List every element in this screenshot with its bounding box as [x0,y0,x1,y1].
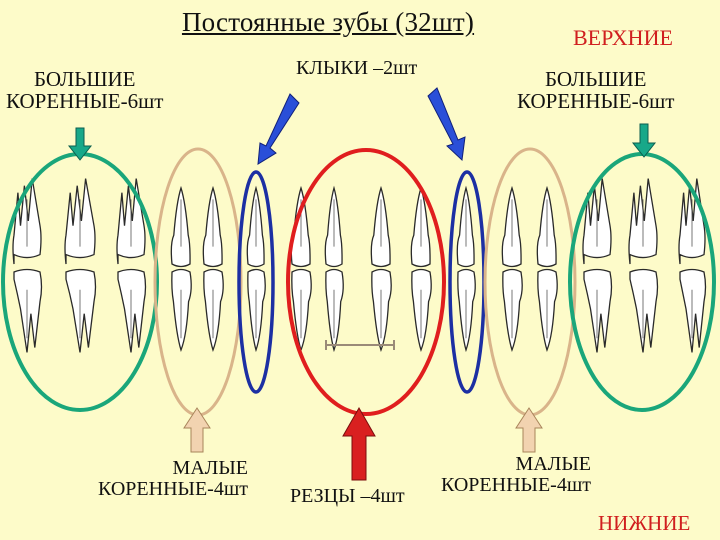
canines-label: КЛЫКИ –2шт [296,57,418,79]
lower-tooth-15 [629,268,659,353]
small-molars-right-line1: МАЛЫЕ [515,453,591,475]
large-molars-right-line2: КОРЕННЫЕ-6шт [517,89,675,114]
lower-tooth-12 [502,268,523,352]
small-molars-left-ring [153,147,243,417]
lower-tooth-10 [411,268,432,352]
arrow-large-molars-right [631,123,657,158]
lower-tooth-16 [679,268,707,353]
large-molars-right-line1: БОЛЬШИЕ [544,67,647,91]
lower-tooth-4 [171,268,192,352]
lower-jaw-label: НИЖНИЕ [598,511,691,535]
small-molars-left-label: МАЛЫЕ КОРЕННЫЕ-4шт [98,458,248,500]
lower-tooth-2 [65,268,97,353]
incisors-label: РЕЗЦЫ –4шт [290,485,405,507]
incisors-ring [286,148,446,416]
arrow-canine-left [257,93,300,165]
arrow-large-molars-left [67,127,93,161]
lower-tooth-7 [291,268,312,352]
canine-left-ring [237,170,275,394]
lower-tooth-8 [325,268,344,353]
arrow-small-molars-right [515,407,543,453]
page-title: Постоянные зубы (32шт) [181,7,475,37]
large-molars-left-line1: БОЛЬШИЕ [33,67,136,91]
large-molars-right-label: БОЛЬШИЕ КОРЕННЫЕ-6шт [517,68,674,112]
lower-tooth-6 [247,268,266,353]
lower-tooth-14 [583,268,613,353]
small-molars-right-label: МАЛЫЕ КОРЕННЫЕ-4шт [441,454,591,496]
small-molars-left-line1: МАЛЫЕ [172,457,248,479]
small-molars-left-line2: КОРЕННЫЕ-4шт [98,478,248,500]
large-molars-left-line2: КОРЕННЫЕ-6шт [6,89,164,114]
lower-tooth-9 [371,268,392,352]
large-molars-left-label: БОЛЬШИЕ КОРЕННЫЕ-6шт [6,68,163,112]
lower-tooth-1 [13,268,43,353]
arrow-small-molars-left [183,407,211,453]
upper-jaw-label: ВЕРХНИЕ [573,25,673,50]
lower-tooth-3 [117,268,147,353]
arrow-incisors [342,406,376,481]
lower-tooth-13 [537,268,558,352]
scale-bar [325,340,395,350]
arrow-canine-right [427,87,466,162]
small-molars-right-ring [483,147,577,417]
teeth-layer [12,178,707,353]
small-molars-right-line2: КОРЕННЫЕ-4шт [441,474,591,496]
lower-tooth-5 [203,268,224,352]
lower-tooth-11 [457,268,476,353]
